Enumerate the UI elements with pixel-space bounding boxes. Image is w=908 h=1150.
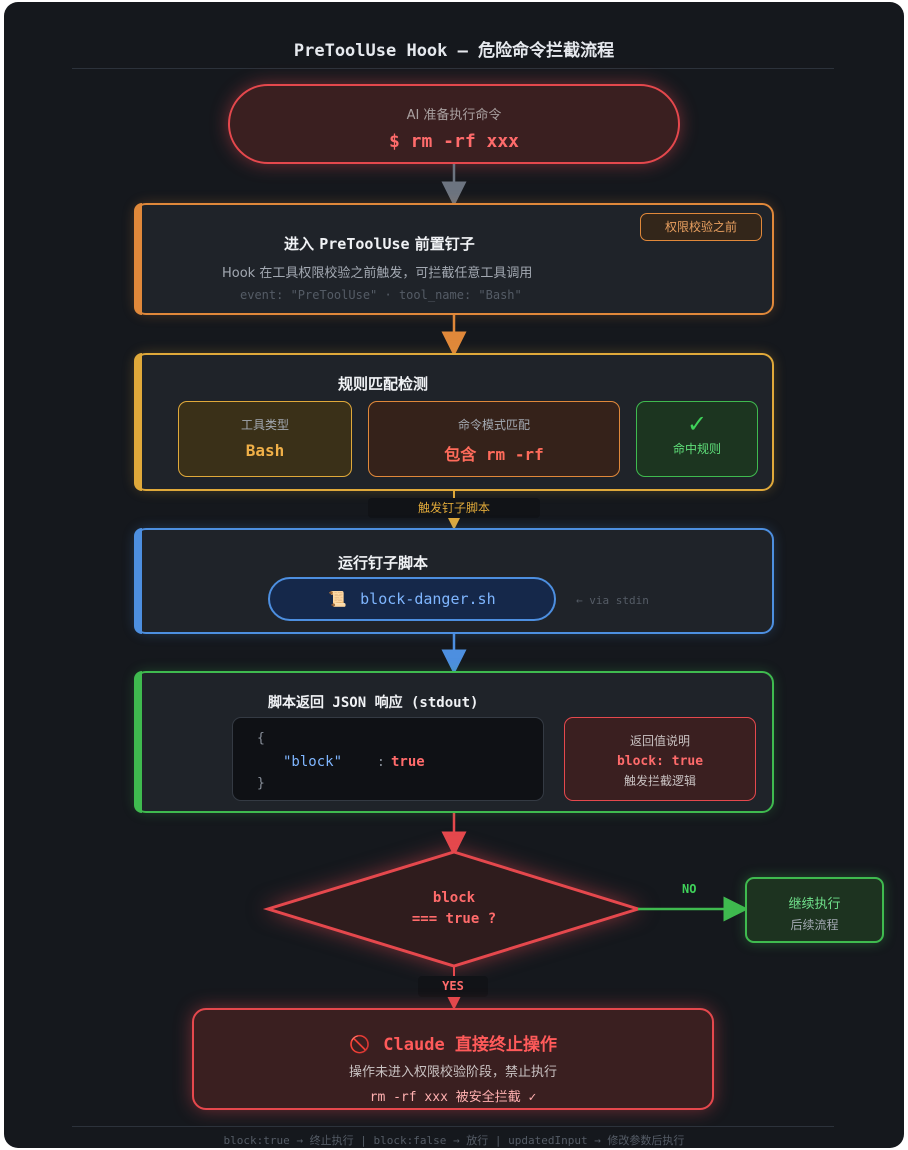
before-permission-badge: 权限校验之前 [640,213,762,241]
rule-hit-label: 命中规则 [672,442,721,456]
no-branch-label: NO [682,882,697,896]
hook-title-prefix: 进入 [284,235,315,253]
hook-title-code: PreToolUse [319,235,410,253]
continue-line-2: 后续流程 [790,918,839,932]
run-script-card: 运行钉子脚本 📜 block-danger.sh ← via stdin [134,528,774,634]
tool-type-value: Bash [245,441,285,460]
hook-entry-title: 进入 PreToolUse 前置钉子 [284,233,475,254]
tool-type-box: 工具类型 Bash [178,401,352,477]
decision-line-2: === true ? [411,911,497,927]
terminate-node: 🚫 Claude 直接终止操作 操作未进入权限校验阶段，禁止执行 rm -rf … [192,1008,714,1110]
tool-type-label: 工具类型 [240,418,289,432]
return-value-note: 返回值说明 block: true 触发拦截逻辑 [564,717,756,801]
footer-legend: block:true → 终止执行 | block:false → 放行 | u… [223,1134,685,1147]
prohibited-icon: 🚫 [349,1035,371,1055]
card-accent-bar [134,353,142,491]
start-node: AI 准备执行命令 $ rm -rf xxx [228,84,680,164]
return-note-title: 返回值说明 [629,734,690,748]
decision-text: block === true ? [354,888,554,930]
json-value: true [391,754,425,770]
yes-branch-label: YES [418,976,488,997]
title-divider [72,68,834,69]
terminate-description: 操作未进入权限校验阶段，禁止执行 [348,1065,557,1080]
hook-entry-description: Hook 在工具权限校验之前触发，可拦截任意工具调用 [222,266,533,281]
continue-node: 继续执行 后续流程 [745,877,884,943]
trigger-script-label: 触发钉子脚本 [368,498,540,518]
start-command: $ rm -rf xxx [388,131,520,152]
run-script-title: 运行钉子脚本 [338,554,429,572]
start-caption: AI 准备执行命令 [406,108,502,123]
check-icon: ✓ [686,410,708,438]
terminate-title: Claude 直接终止操作 [383,1035,557,1055]
return-note-desc: 触发拦截逻辑 [623,774,696,788]
terminate-result: rm -rf xxx 被安全拦截 ✓ [369,1090,537,1105]
return-note-key: block: true [616,754,704,769]
card-accent-bar [134,528,142,634]
script-file-name: block-danger.sh [360,590,496,608]
rule-hit-box: ✓ 命中规则 [636,401,758,477]
pattern-match-label: 命令模式匹配 [457,418,530,432]
card-accent-bar [134,671,142,813]
continue-line-1: 继续执行 [788,897,841,912]
json-response-title: 脚本返回 JSON 响应 (stdout) [268,695,479,711]
json-open-brace: { [257,731,265,746]
hook-entry-card: 进入 PreToolUse 前置钉子 Hook 在工具权限校验之前触发，可拦截任… [134,203,774,315]
page-title: PreToolUse Hook — 危险命令拦截流程 [293,41,615,61]
card-accent-bar [134,203,142,315]
rule-match-card: 规则匹配检测 工具类型 Bash 命令模式匹配 包含 rm -rf ✓ 命中规则 [134,353,774,491]
json-key: "block" [283,754,343,770]
json-colon: : [377,755,385,770]
pattern-match-box: 命令模式匹配 包含 rm -rf [368,401,620,477]
scroll-icon: 📜 [328,590,348,608]
decision-line-1: block [432,890,476,906]
rule-match-title: 规则匹配检测 [338,375,429,393]
footer-divider [72,1126,834,1127]
via-stdin-note: ← via stdin [576,594,649,607]
script-file-pill: 📜 block-danger.sh [268,577,556,621]
json-close-brace: } [257,776,265,791]
json-response-card: 脚本返回 JSON 响应 (stdout) { "block" : true }… [134,671,774,813]
hook-entry-meta: event: "PreToolUse" · tool_name: "Bash" [240,288,522,302]
diagram-canvas: PreToolUse Hook — 危险命令拦截流程 AI 准备执行命令 $ r… [4,2,904,1148]
terminate-title-row: 🚫 Claude 直接终止操作 [194,1030,712,1055]
hook-title-suffix: 前置钉子 [414,235,475,253]
json-code-block: { "block" : true } [232,717,544,801]
pattern-match-value: 包含 rm -rf [444,445,544,464]
